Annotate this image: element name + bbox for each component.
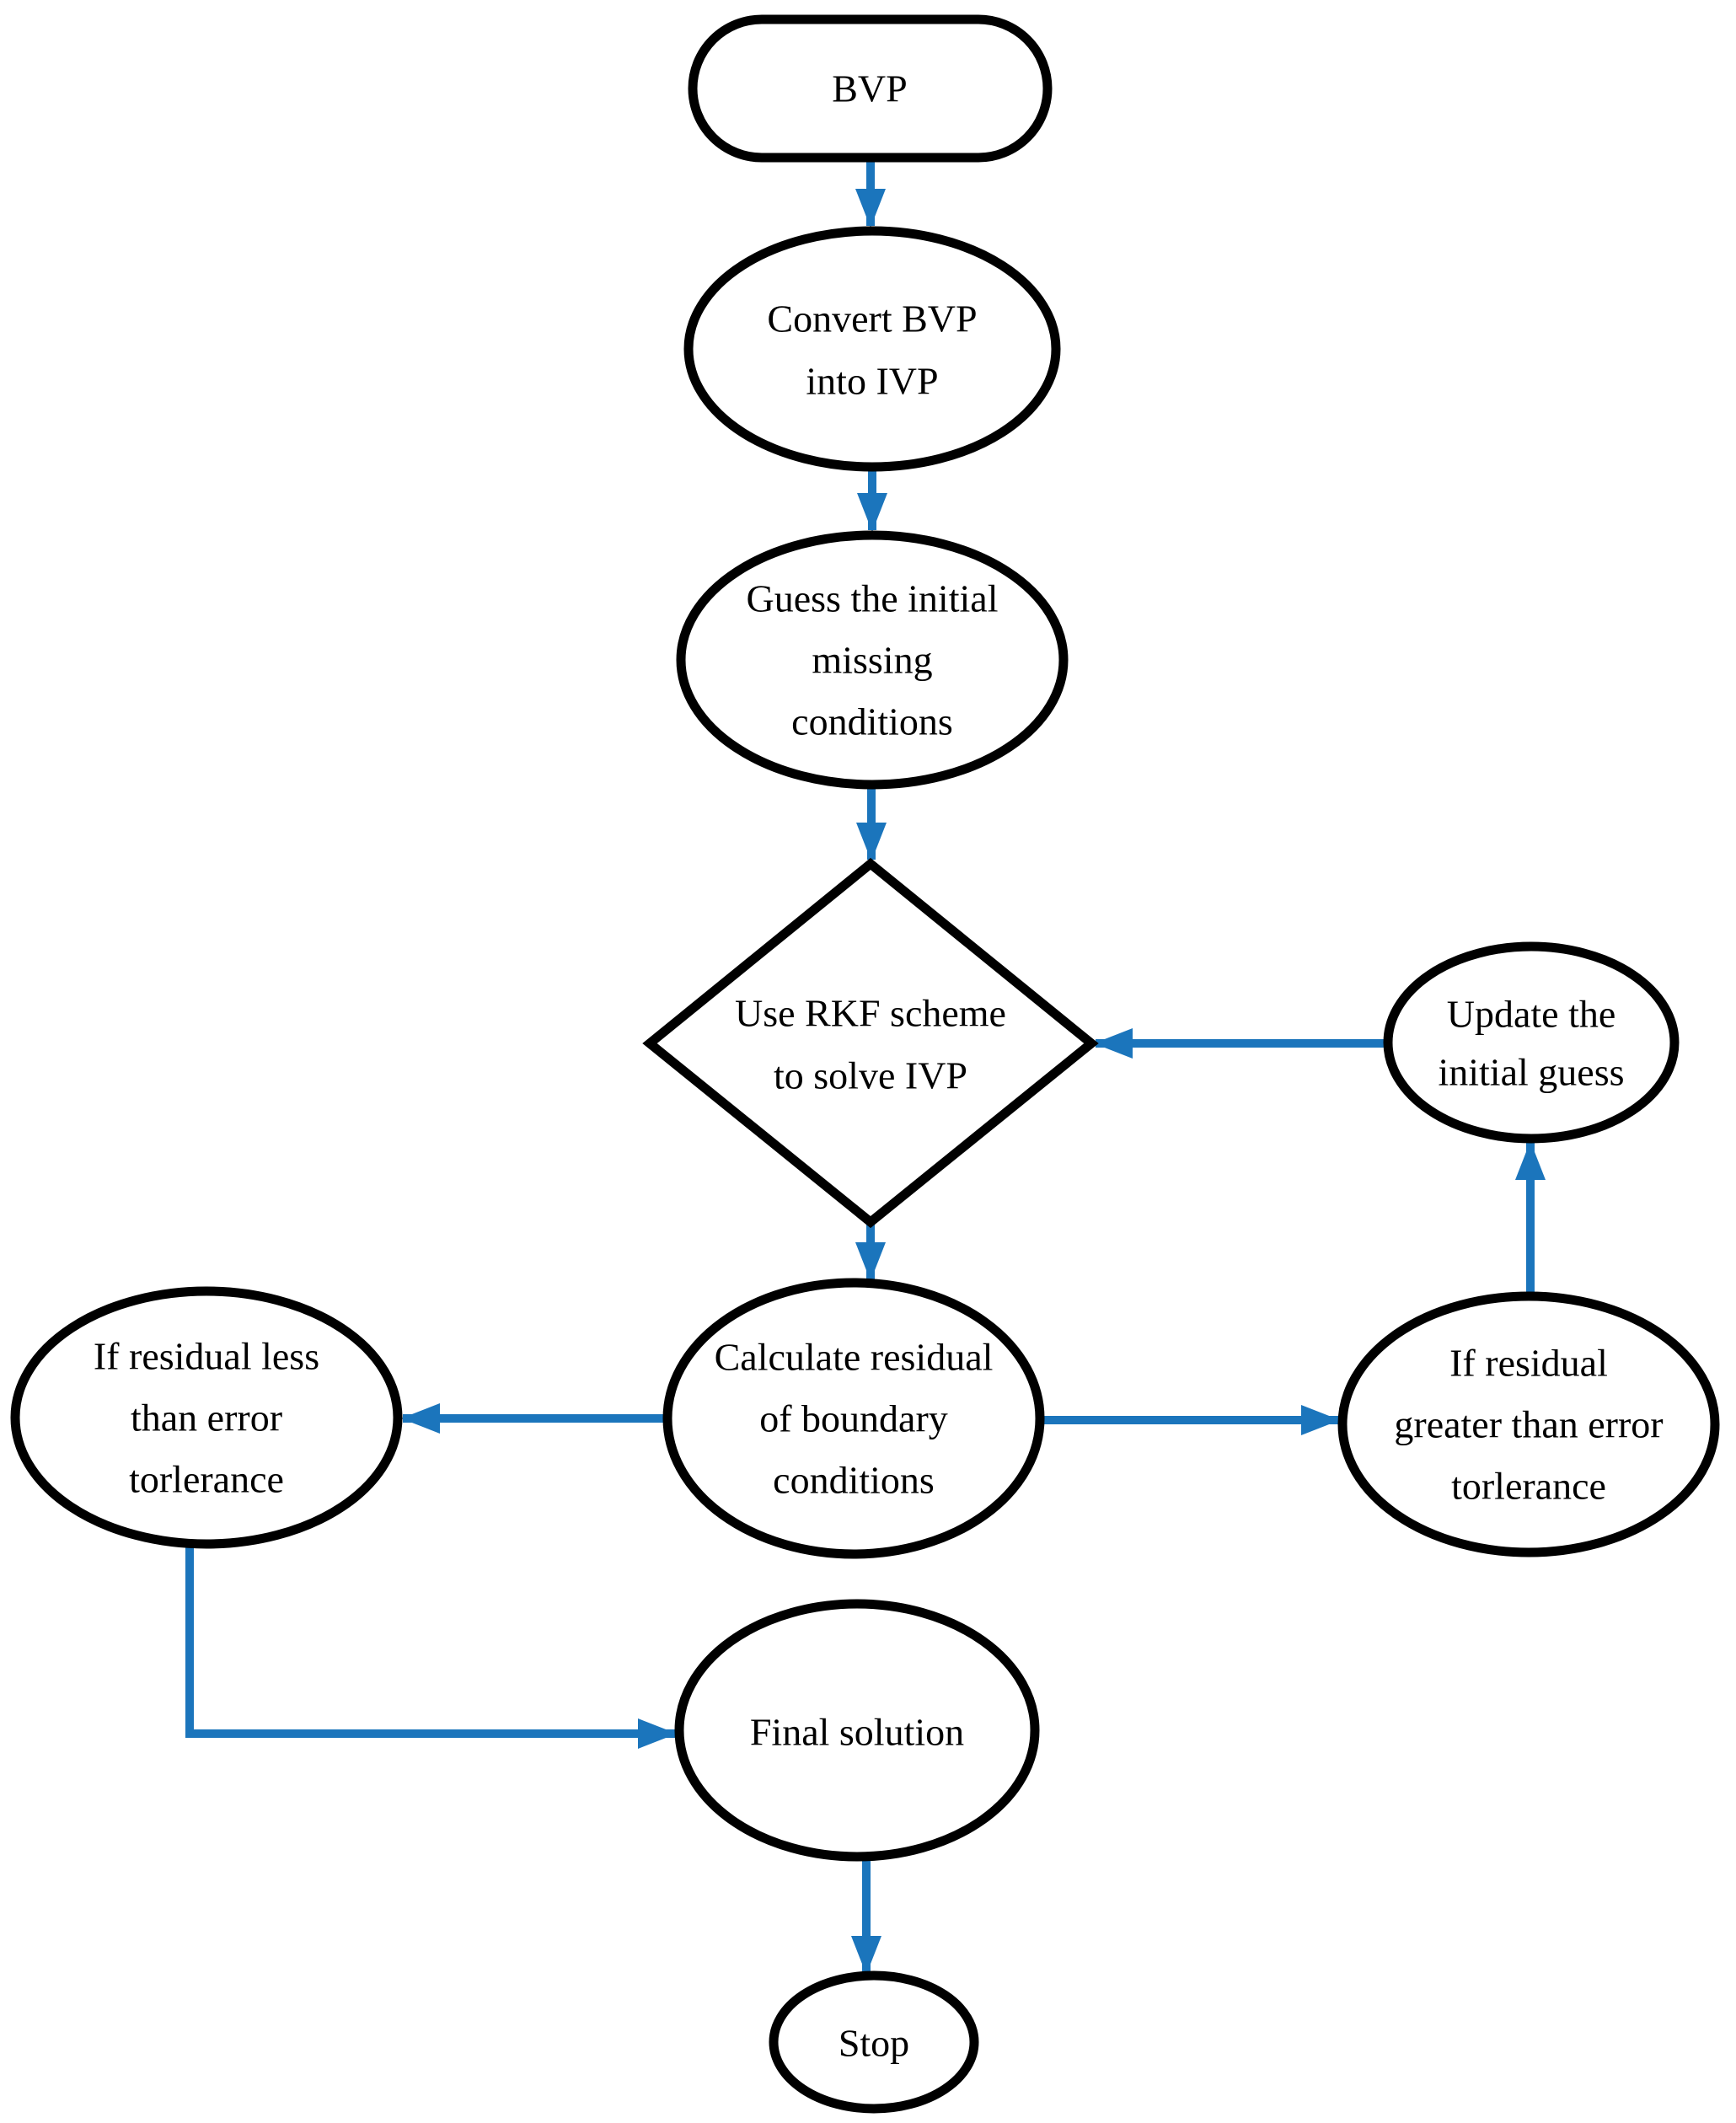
node-less-shape <box>10 1286 403 1549</box>
node-rkf-label-line1: Use RKF scheme <box>735 992 1006 1035</box>
node-residual-label-line1: Calculate residual <box>715 1336 994 1379</box>
node-rkf-shape <box>642 857 1099 1229</box>
node-greater-label-line2: greater than error <box>1394 1403 1663 1446</box>
node-less-label-line2: than error <box>131 1397 282 1439</box>
node-guess-label-line1: Guess the initial <box>747 577 999 620</box>
node-stop-shape <box>769 1970 979 2114</box>
node-guess-label-line3: conditions <box>791 700 953 743</box>
node-guess-shape <box>676 530 1069 790</box>
node-update-label-line2: initial guess <box>1438 1051 1624 1094</box>
node-bvp-shape <box>688 14 1053 163</box>
node-update-shape <box>1383 941 1680 1144</box>
node-final-shape <box>674 1599 1040 1862</box>
node-less-label-line3: torlerance <box>129 1458 284 1501</box>
node-guess-label-line2: missing <box>812 639 932 682</box>
node-convert-label-line2: into IVP <box>806 360 938 403</box>
node-convert-shape <box>683 226 1061 472</box>
node-final-label: Final solution <box>750 1711 964 1754</box>
node-greater-shape <box>1337 1291 1720 1557</box>
arrow-less-to-final <box>185 1543 677 1749</box>
node-rkf-label-line2: to solve IVP <box>774 1054 967 1097</box>
node-less-label-line1: If residual less <box>94 1335 319 1378</box>
node-residual-label-line3: conditions <box>773 1459 935 1502</box>
node-bvp-label: BVP <box>832 67 907 110</box>
node-greater-label-line1: If residual <box>1449 1342 1608 1385</box>
node-residual-shape <box>662 1278 1045 1559</box>
node-residual-label-line2: of boundary <box>759 1397 948 1440</box>
node-convert-label-line1: Convert BVP <box>767 298 977 340</box>
node-greater-label-line3: torlerance <box>1451 1465 1606 1508</box>
node-update-label-line1: Update the <box>1447 993 1616 1036</box>
node-stop-label: Stop <box>839 2022 909 2065</box>
